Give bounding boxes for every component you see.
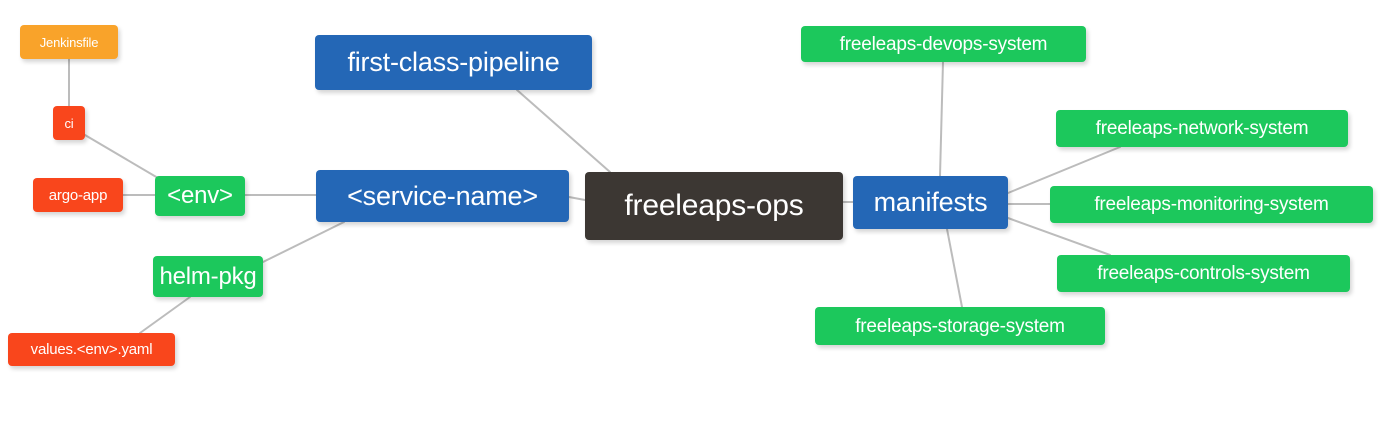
mindmap-node-helm-pkg[interactable]: helm-pkg bbox=[153, 256, 263, 297]
mindmap-node-freeleaps-devops-system[interactable]: freeleaps-devops-system bbox=[801, 26, 1086, 62]
node-label-freeleaps-storage-system: freeleaps-storage-system bbox=[855, 315, 1065, 337]
mindmap-node-values-yaml[interactable]: values.<env>.yaml bbox=[8, 333, 175, 366]
edge-manifests-to-freeleaps-devops-system bbox=[939, 61, 944, 177]
mindmap-node-argo-app[interactable]: argo-app bbox=[33, 178, 123, 212]
node-label-argo-app: argo-app bbox=[48, 186, 108, 204]
node-label-freeleaps-controls-system: freeleaps-controls-system bbox=[1097, 263, 1310, 284]
mindmap-node-freeleaps-controls-system[interactable]: freeleaps-controls-system bbox=[1057, 255, 1350, 292]
node-label-freeleaps-ops: freeleaps-ops bbox=[624, 189, 804, 222]
mindmap-node-jenkinsfile[interactable]: Jenkinsfile bbox=[20, 25, 118, 59]
node-label-freeleaps-devops-system: freeleaps-devops-system bbox=[839, 33, 1048, 55]
mindmap-node-freeleaps-network-system[interactable]: freeleaps-network-system bbox=[1056, 110, 1348, 147]
node-label-env: <env> bbox=[167, 182, 233, 209]
mindmap-node-env[interactable]: <env> bbox=[155, 176, 245, 216]
edge-service-name-to-freeleaps-ops bbox=[568, 196, 586, 201]
mindmap-node-freeleaps-monitoring-system[interactable]: freeleaps-monitoring-system bbox=[1050, 186, 1373, 223]
node-label-service-name: <service-name> bbox=[347, 180, 538, 211]
node-label-jenkinsfile: Jenkinsfile bbox=[39, 34, 99, 50]
node-label-freeleaps-monitoring-system: freeleaps-monitoring-system bbox=[1094, 194, 1329, 215]
mindmap-node-service-name[interactable]: <service-name> bbox=[316, 170, 569, 222]
node-label-manifests: manifests bbox=[873, 187, 988, 217]
node-label-first-class-pipeline: first-class-pipeline bbox=[347, 47, 560, 77]
edge-service-name-to-helm-pkg bbox=[262, 221, 345, 263]
mindmap-node-freeleaps-storage-system[interactable]: freeleaps-storage-system bbox=[815, 307, 1105, 345]
node-label-freeleaps-network-system: freeleaps-network-system bbox=[1095, 118, 1309, 139]
mindmap-node-first-class-pipeline[interactable]: first-class-pipeline bbox=[315, 35, 592, 90]
edge-manifests-to-freeleaps-controls-system bbox=[1007, 217, 1111, 256]
edge-helm-pkg-to-values-yaml bbox=[139, 296, 191, 334]
mindmap-node-freeleaps-ops[interactable]: freeleaps-ops bbox=[585, 172, 843, 240]
node-label-helm-pkg: helm-pkg bbox=[159, 262, 257, 290]
mindmap-node-manifests[interactable]: manifests bbox=[853, 176, 1008, 229]
node-label-ci: ci bbox=[64, 115, 74, 131]
mindmap-node-ci[interactable]: ci bbox=[53, 106, 85, 140]
edge-first-class-pipeline-to-freeleaps-ops bbox=[516, 89, 611, 173]
edge-manifests-to-freeleaps-storage-system bbox=[946, 228, 963, 308]
edge-ci-to-env bbox=[84, 134, 159, 179]
node-label-values-yaml: values.<env>.yaml bbox=[30, 341, 153, 358]
